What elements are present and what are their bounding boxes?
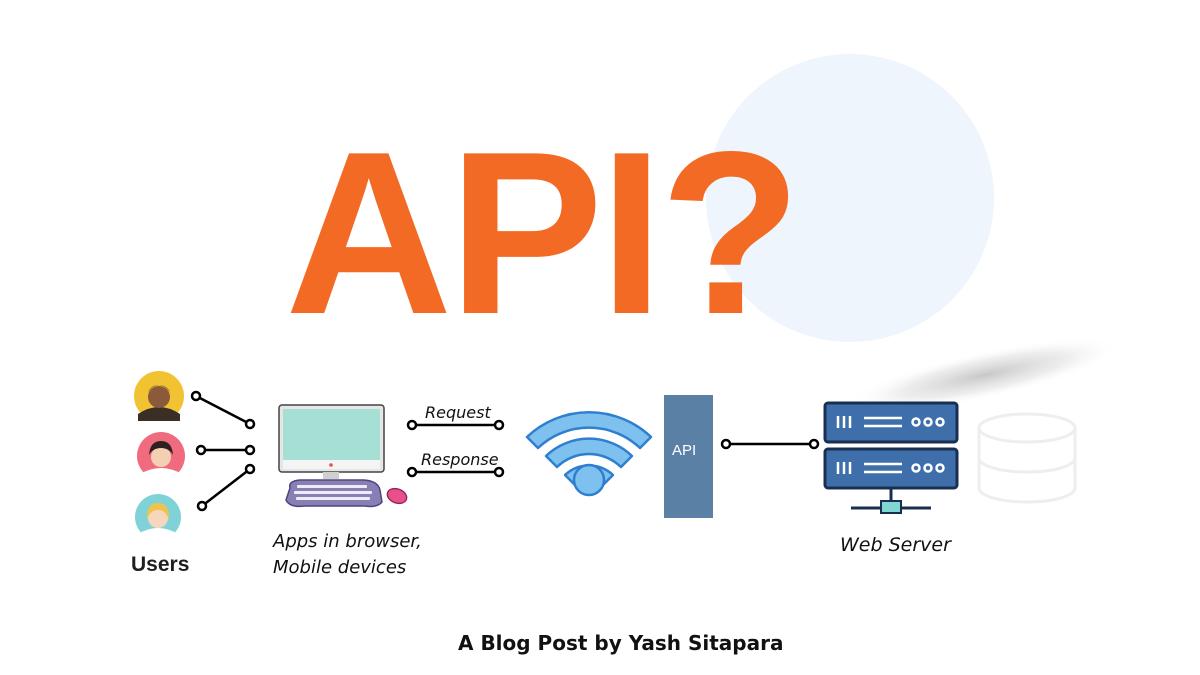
- background-shadow: [847, 337, 1123, 413]
- user-avatar-icon: [135, 494, 181, 540]
- web-server-label: Web Server: [840, 534, 951, 556]
- apps-label: Apps in browser, Mobile devices: [273, 529, 422, 581]
- mouse-icon: [386, 487, 408, 505]
- keyboard-icon: [285, 479, 383, 508]
- users-label: Users: [131, 553, 190, 576]
- response-label: Response: [421, 450, 499, 469]
- background-circle: [706, 54, 994, 342]
- wifi-icon: [525, 410, 653, 497]
- user-connector-lines: [190, 390, 256, 512]
- apps-label-line-2: Mobile devices: [273, 557, 407, 578]
- user-avatar-icon: [134, 371, 184, 421]
- api-server-connector: [720, 438, 820, 450]
- response-arrow: [406, 466, 505, 478]
- desktop-computer-icon: [278, 404, 385, 479]
- page-title: API?: [285, 104, 801, 363]
- blog-credit: A Blog Post by Yash Sitapara: [458, 631, 784, 655]
- api-box-label: API: [672, 442, 697, 459]
- api-gateway-box: [664, 395, 713, 518]
- faded-database-icon: [977, 412, 1077, 504]
- user-avatar-icon: [137, 432, 185, 480]
- server-rack-icon: [823, 401, 959, 514]
- apps-label-line-1: Apps in browser,: [273, 531, 422, 552]
- request-label: Request: [425, 403, 491, 422]
- request-arrow: [406, 419, 505, 431]
